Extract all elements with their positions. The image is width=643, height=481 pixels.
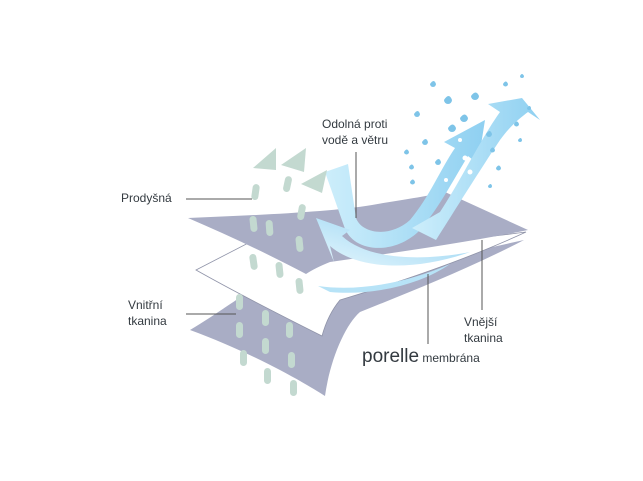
outer-fabric-label: Vnější tkanina [464,314,503,346]
water-drop-icon [410,179,415,185]
wind-arrow-lower [316,218,470,266]
breathable-label: Prodyšná [121,191,172,205]
vapor-dashes [236,176,306,396]
water-drop-icon [404,149,409,155]
waterproof-label-line2: vodě a větru [322,133,389,147]
water-drop-icon [518,138,522,142]
water-drop-icon [488,184,492,188]
water-drops [404,74,531,188]
water-drop-icon [444,96,452,104]
vapor-arrows [253,148,327,193]
vapor-arrow-icon [281,148,306,172]
brand-subtitle: membrána [422,351,480,365]
water-drop-icon [409,164,414,170]
water-drop-icon [490,147,495,153]
water-drop-icon [430,81,436,87]
water-drops-on-arrows [429,121,491,182]
water-drop-icon [422,139,428,145]
brand-name: porelle [362,346,420,367]
water-drop-icon [486,131,492,137]
wind-arrow-bottom-swoosh [318,264,450,293]
water-drop-icon [448,124,456,132]
leader-lines [186,152,483,344]
water-drop-icon [414,111,420,117]
water-drop-icon [514,121,519,127]
vapor-arrow-icon [253,148,276,170]
inner-fabric-label: Vnitřní tkanina [128,297,167,329]
water-drop-icon [527,106,531,110]
membrane-brand-label: porelle membrána [362,346,480,368]
water-drop-icon [460,114,468,122]
vapor-arrow-icon [301,170,327,193]
outer-fabric-label-line2: tkanina [464,331,503,345]
outer-fabric-label-line1: Vnější [464,315,498,329]
water-arrow-left [325,120,485,248]
water-drop-icon [496,165,501,171]
inner-fabric-label-line2: tkanina [128,314,167,328]
water-drop-icon [503,81,508,87]
waterproof-label-line1: Odolná proti [322,117,388,131]
water-arrow-right [412,98,540,240]
inner-fabric-label-line1: Vnitřní [128,298,163,312]
water-drop-icon [435,159,441,165]
water-drop-icon [471,92,479,100]
waterproof-label: Odolná proti vodě a větru [322,116,388,148]
water-drop-icon [520,74,524,78]
